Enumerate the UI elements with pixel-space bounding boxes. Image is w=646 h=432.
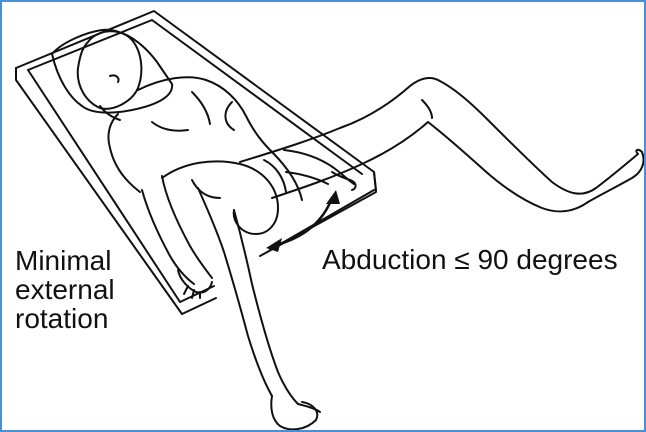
left-leg <box>198 188 320 429</box>
head <box>78 31 142 120</box>
right-arm <box>284 150 356 190</box>
pillow <box>52 30 172 113</box>
torso <box>108 77 302 200</box>
pelvis <box>162 160 286 234</box>
abduction-label: Abduction ≤ 90 degrees <box>322 245 618 274</box>
external-rotation-label: Minimal external rotation <box>15 246 115 333</box>
right-leg <box>240 78 644 211</box>
